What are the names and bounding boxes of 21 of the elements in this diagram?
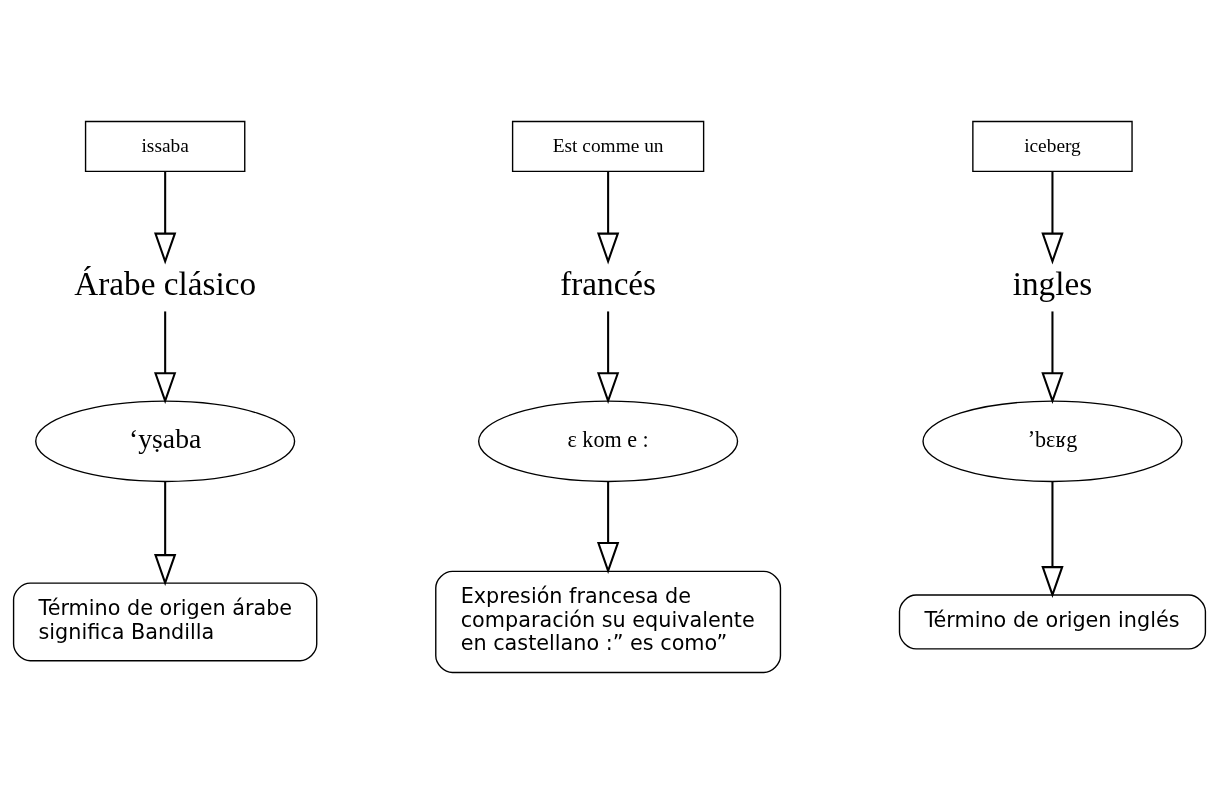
node-box: issaba (84, 120, 246, 173)
node-ellipse: ʻyṣaba (35, 400, 296, 483)
node-text: ingles (1012, 264, 1093, 302)
arrow (596, 171, 620, 265)
arrow (596, 481, 620, 574)
node-box: iceberg (972, 120, 1133, 173)
arrow (1041, 311, 1064, 405)
arrow (596, 311, 620, 405)
node-box: Expresión francesa de comparación su equivalente en castellano :” es como” (435, 570, 782, 674)
node-ellipse: ʼbɛʁg (922, 400, 1183, 483)
node-box: Est comme un (511, 120, 705, 173)
node-ellipse: ɛ kom e : (478, 400, 739, 483)
node-box: Término de origen árabe significa Bandilla (12, 582, 318, 662)
arrow (1041, 171, 1064, 265)
arrow (154, 481, 177, 586)
node-text: francés (560, 264, 657, 302)
arrow (154, 171, 177, 265)
arrow (154, 311, 177, 405)
node-box: Término de origen inglés (898, 594, 1207, 650)
node-text: Árabe clásico (74, 264, 256, 302)
arrow (1041, 481, 1064, 598)
